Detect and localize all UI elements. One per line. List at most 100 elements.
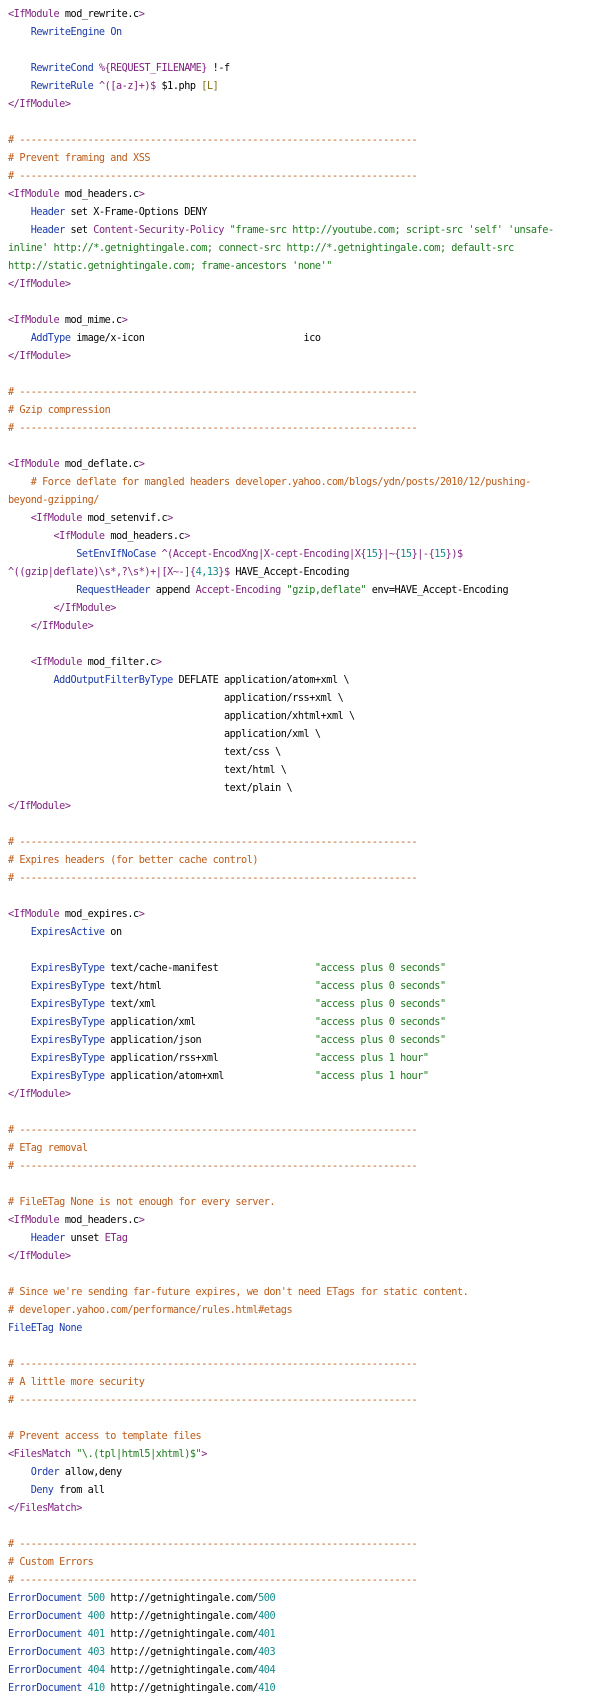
code-token-comment: # --------------------------------------… <box>8 171 418 182</box>
code-token-directive: Order <box>30 1467 60 1478</box>
code-line: ExpiresByType application/json "access p… <box>8 1032 596 1050</box>
code-token-directive: Header <box>30 225 66 236</box>
code-token-directive: RewriteCond <box>30 63 94 74</box>
code-token-variable: ETag <box>104 1233 128 1244</box>
code-token-directive: ExpiresActive <box>30 927 105 938</box>
code-token-text <box>8 477 31 488</box>
code-token-variable: Content-Security-Policy <box>93 225 224 236</box>
code-line: FileETag None <box>8 1320 596 1338</box>
code-token-directive: RequestHeader <box>76 585 151 596</box>
code-token-string: "access plus 1 hour" <box>314 1071 429 1082</box>
code-token-text: mod_filter.c <box>87 657 157 668</box>
code-token-text <box>8 81 31 92</box>
code-token-comment: # --------------------------------------… <box>8 423 418 434</box>
code-token-directive: ExpiresByType <box>30 963 105 974</box>
code-token-text <box>8 981 31 992</box>
code-token-tag: ^([a-z]+)$ <box>98 81 156 92</box>
code-token-text: allow,deny <box>59 1467 122 1478</box>
code-token-text <box>8 333 31 344</box>
code-token-tag: > <box>121 315 128 326</box>
code-token-text: text/html \ <box>8 765 287 776</box>
code-token-tag: <IfModule <box>8 9 65 20</box>
code-line: text/plain \ <box>8 780 596 798</box>
code-line: AddType image/x-icon ico <box>8 330 596 348</box>
code-line: application/rss+xml \ <box>8 690 596 708</box>
blank-line <box>8 816 596 834</box>
code-token-comment: # Gzip compression <box>8 405 111 416</box>
code-token-text <box>8 207 31 218</box>
code-token-string: "\.(tpl|html5|xhtml)$" <box>76 1449 202 1460</box>
code-line: text/html \ <box>8 762 596 780</box>
code-line: <IfModule mod_expires.c> <box>8 906 596 924</box>
code-token-number: 15 <box>400 549 412 560</box>
code-token-comment: # Force deflate for mangled headers deve… <box>30 477 532 488</box>
code-token-text: mod_headers.c <box>64 1215 139 1226</box>
code-line: ErrorDocument 410 http://getnightingale.… <box>8 1680 596 1698</box>
code-token-tag: <IfModule <box>53 531 111 542</box>
code-token-directive: Header <box>30 207 66 218</box>
code-token-text: image/x-icon ico <box>70 333 321 344</box>
code-line: # --------------------------------------… <box>8 1536 596 1554</box>
code-token-directive: On <box>110 27 122 38</box>
code-token-text <box>8 585 76 596</box>
code-token-tag: })$ <box>445 549 464 560</box>
code-token-tag: > <box>138 459 145 470</box>
code-token-comment: # --------------------------------------… <box>8 837 418 848</box>
code-line: ExpiresByType text/html "access plus 0 s… <box>8 978 596 996</box>
code-token-text: application/rss+xml <box>104 1053 315 1064</box>
code-line: ^((gzip|deflate)\s*,?\s*)+|[X~-]{4,13}$ … <box>8 564 596 582</box>
code-line: # FileETag None is not enough for every … <box>8 1194 596 1212</box>
code-token-comment: # Since we're sending far-future expires… <box>8 1287 469 1298</box>
code-token-number: 403 <box>258 1647 276 1658</box>
code-line: <IfModule mod_filter.c> <box>8 654 596 672</box>
code-line: ExpiresByType text/xml "access plus 0 se… <box>8 996 596 1014</box>
code-token-text: http://getnightingale.com/ <box>104 1593 259 1604</box>
code-token-tag: <FilesMatch <box>8 1449 77 1460</box>
code-token-text: text/xml <box>104 999 315 1010</box>
code-token-number: 404 <box>87 1665 106 1676</box>
code-token-text: application/xml \ <box>8 729 321 740</box>
code-token-number: 404 <box>258 1665 276 1676</box>
code-line: </IfModule> <box>8 276 596 294</box>
code-token-string: "access plus 0 seconds" <box>314 963 446 974</box>
code-token-directive: RewriteRule <box>30 81 94 92</box>
code-line: ErrorDocument 403 http://getnightingale.… <box>8 1644 596 1662</box>
code-token-tag: </IfModule> <box>30 621 94 632</box>
code-token-string: http://static.getnightingale.com; frame-… <box>8 261 332 272</box>
code-line: beyond-gzipping/ <box>8 492 596 510</box>
code-token-directive: ErrorDocument <box>8 1629 82 1640</box>
code-line: <IfModule mod_rewrite.c> <box>8 6 596 24</box>
code-token-comment: # --------------------------------------… <box>8 1359 418 1370</box>
code-line: # Expires headers (for better cache cont… <box>8 852 596 870</box>
code-token-number: 500 <box>87 1593 106 1604</box>
code-token-number: 403 <box>87 1647 106 1658</box>
code-token-text <box>8 549 76 560</box>
code-line: # Gzip compression <box>8 402 596 420</box>
code-token-text <box>8 1071 31 1082</box>
code-token-directive: ExpiresByType <box>30 1053 105 1064</box>
code-token-variable: %{REQUEST_FILENAME} <box>98 63 207 74</box>
code-token-text <box>8 657 31 668</box>
code-line: # --------------------------------------… <box>8 1158 596 1176</box>
code-token-tag: ^(Accept-EncodXng|X-cept-Encoding|X{ <box>161 549 367 560</box>
code-line: Header unset ETag <box>8 1230 596 1248</box>
code-token-text: set <box>64 225 94 236</box>
code-line: # --------------------------------------… <box>8 1356 596 1374</box>
code-line: <IfModule mod_setenvif.c> <box>8 510 596 528</box>
code-token-directive: None <box>59 1323 82 1334</box>
code-token-text: http://getnightingale.com/ <box>104 1665 259 1676</box>
code-line: # Custom Errors <box>8 1554 596 1572</box>
code-token-tag: }|-{ <box>411 549 435 560</box>
code-token-text: mod_setenvif.c <box>87 513 168 524</box>
code-line: </IfModule> <box>8 618 596 636</box>
code-line: </FilesMatch> <box>8 1500 596 1518</box>
code-token-number: 15 <box>434 549 446 560</box>
code-line: </IfModule> <box>8 798 596 816</box>
code-token-text: application/atom+xml <box>104 1071 315 1082</box>
code-token-directive: RewriteEngine <box>30 27 105 38</box>
code-token-comment: # --------------------------------------… <box>8 1161 418 1172</box>
code-token-tag: </IfModule> <box>8 99 71 110</box>
code-token-number: 401 <box>87 1629 106 1640</box>
code-token-comment: # Custom Errors <box>8 1557 94 1568</box>
code-token-string: "frame-src http://youtube.com; script-sr… <box>229 225 554 236</box>
